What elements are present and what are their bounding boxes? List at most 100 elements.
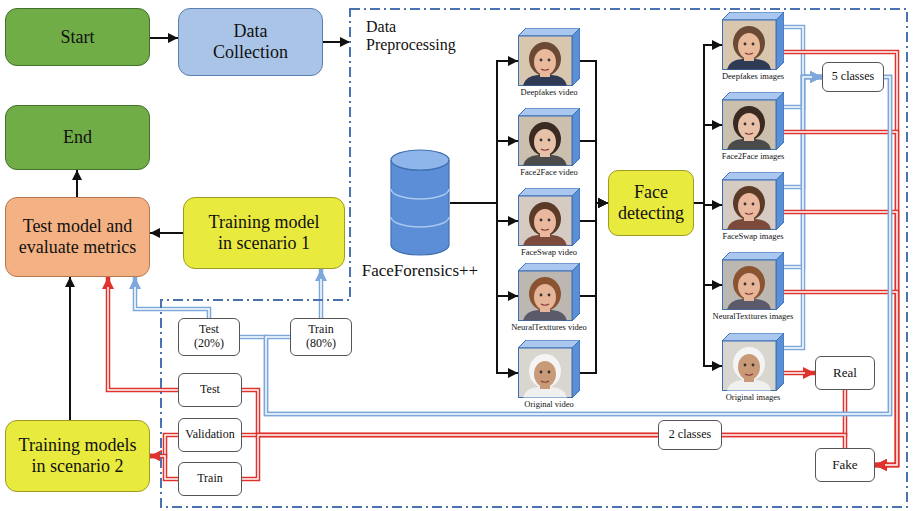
node-label: Data Preprocessing — [366, 18, 476, 55]
face-skin — [534, 129, 556, 155]
face-eye — [752, 43, 755, 46]
face-skin — [534, 49, 556, 75]
node-label: Fake — [832, 458, 857, 473]
face-photo-ground — [723, 341, 777, 391]
cube-top — [518, 108, 580, 116]
connector-line — [150, 232, 183, 234]
face-photo-ground — [519, 271, 573, 321]
connector-arrow — [580, 141, 608, 203]
face-hair — [529, 354, 561, 388]
connector-arrow — [784, 292, 897, 465]
face-photo-ground — [723, 20, 777, 70]
face-photo-ground — [519, 348, 573, 398]
connector-line — [242, 435, 658, 479]
process-box: End — [5, 105, 150, 170]
connector-inner-line — [784, 77, 812, 107]
cylinder-band — [391, 189, 449, 199]
node-label: Start — [61, 27, 95, 48]
connector-line — [150, 435, 178, 456]
process-box: 5 classes — [822, 62, 884, 92]
connector-line — [319, 269, 324, 318]
image-cube: Face2Face video — [518, 108, 580, 166]
face-eye — [752, 123, 755, 126]
face-skin — [534, 284, 556, 310]
caption-holder: Face2Face images — [722, 152, 785, 162]
face-eye — [744, 283, 747, 286]
process-box: Test model and evaluate metrics — [5, 197, 150, 277]
node-label: Test — [200, 383, 220, 397]
cube-side — [776, 172, 784, 230]
face-mouth — [745, 293, 753, 294]
cube-side — [776, 333, 784, 391]
cube-top — [518, 188, 580, 196]
face-photo-ground — [723, 180, 777, 230]
connector-arrow — [450, 203, 518, 221]
connector-arrow — [694, 125, 722, 203]
connector-inner-line — [160, 456, 178, 479]
face-hair — [733, 266, 765, 300]
caption-holder: FaceSwap video — [521, 248, 577, 258]
cube-top — [518, 28, 580, 36]
connector-arrow — [694, 45, 722, 203]
caption-holder: FaceForensics++ — [362, 261, 478, 281]
cube-top — [518, 263, 580, 271]
connector-arrow — [108, 277, 178, 390]
node-label: Train (80%) — [299, 323, 343, 351]
connector-arrow — [450, 141, 518, 203]
connector-arrow — [694, 203, 722, 285]
node-label: Deepfakes images — [722, 72, 784, 82]
cube-top — [518, 340, 580, 348]
connector-line — [694, 203, 722, 366]
node-label: Validation — [185, 428, 234, 442]
face-hair — [733, 26, 765, 60]
connector-line — [450, 203, 518, 373]
connector-inner-line — [242, 435, 658, 479]
process-box: Training model in scenario 1 — [183, 197, 345, 269]
node-label: Train — [197, 472, 223, 486]
face-eye — [752, 203, 755, 206]
cube-side — [776, 12, 784, 70]
caption-holder: Original video — [524, 400, 573, 410]
cube-picture — [518, 340, 580, 398]
cube-top — [722, 333, 784, 341]
cube-top — [722, 252, 784, 260]
connector-line — [694, 125, 722, 203]
cube-picture — [722, 252, 784, 310]
connector-arrow — [722, 435, 845, 448]
connector-arrow — [580, 203, 608, 373]
face-skin — [738, 193, 760, 219]
connector-line — [722, 435, 845, 448]
cube-side — [572, 340, 580, 398]
face-mouth — [745, 53, 753, 54]
cube-picture — [722, 333, 784, 391]
connector-inner-line — [784, 212, 897, 465]
image-cube: Deepfakes video — [518, 28, 580, 86]
cube-side — [776, 252, 784, 310]
face-photo-ground — [519, 196, 573, 246]
image-cube: FaceSwap images — [722, 172, 784, 230]
cube-picture — [722, 92, 784, 150]
face-skin — [738, 354, 760, 380]
node-label: Deepfakes video — [521, 88, 578, 98]
connector-line — [450, 203, 518, 296]
connector-arrow — [150, 435, 178, 456]
connector-arrow — [580, 203, 608, 221]
node-label: NeuralTexttures video — [511, 323, 587, 333]
face-skin — [738, 33, 760, 59]
connector-line — [580, 203, 608, 373]
connector-inner-line — [160, 435, 178, 456]
connector-line — [135, 277, 209, 318]
process-box: Test (20%) — [178, 318, 240, 356]
connector-arrow — [266, 77, 890, 414]
connector-arrow — [242, 435, 658, 479]
face-hair — [733, 186, 765, 220]
node-label: Real — [833, 366, 857, 381]
process-box: Train — [178, 462, 242, 496]
image-cube: Original images — [722, 333, 784, 391]
connector-line — [784, 371, 815, 376]
connector-line — [694, 45, 722, 203]
caption-holder: Face2Face video — [520, 168, 577, 178]
process-box: Face detecting — [608, 170, 694, 236]
